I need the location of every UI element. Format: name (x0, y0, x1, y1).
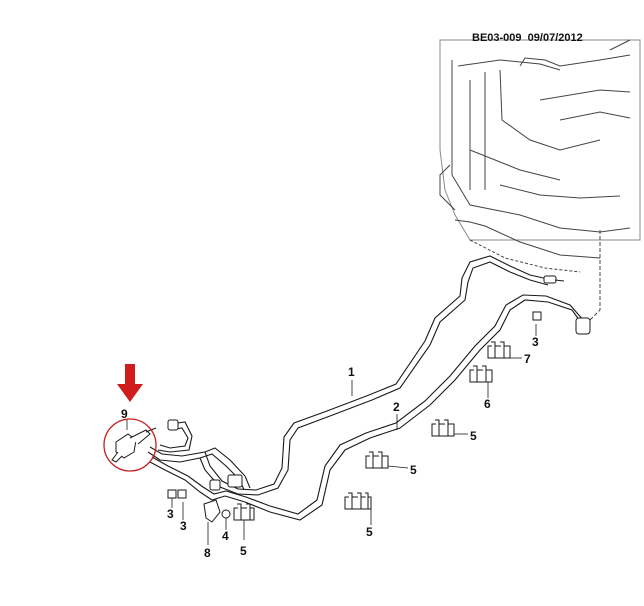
diagram-header: BE03-009 09/07/2012 (472, 32, 583, 44)
pipe-clips (167, 311, 542, 523)
lower-left-lines (147, 421, 251, 501)
callout-9: 9 (121, 407, 128, 421)
callout-6: 6 (484, 397, 491, 411)
clip-3-left (167, 489, 187, 499)
callout-5a: 5 (470, 429, 477, 443)
clip-8 (203, 499, 221, 523)
callout-5d: 5 (240, 544, 247, 558)
clip-3-right (532, 311, 542, 321)
callout-5c: 5 (366, 525, 373, 539)
clip-7 (487, 341, 511, 359)
clip-5a (431, 419, 455, 437)
callout-3-left: 3 (167, 507, 174, 521)
clip-5c (344, 492, 372, 510)
callout-5b: 5 (410, 463, 417, 477)
callout-3-left-2: 3 (180, 519, 187, 533)
fuel-line-1 (237, 255, 549, 496)
engine-outline (439, 39, 641, 321)
clip-5d (233, 503, 255, 521)
callout-2: 2 (393, 400, 400, 414)
callout-7: 7 (524, 352, 531, 366)
callout-1: 1 (348, 365, 355, 379)
callout-4: 4 (222, 529, 229, 543)
clip-5b (365, 451, 389, 469)
diagram-date: 09/07/2012 (527, 32, 583, 44)
pipe-fitting-right (543, 275, 591, 335)
leader-lines (126, 324, 537, 545)
callout-3-right: 3 (532, 335, 539, 349)
clip-4 (221, 509, 231, 519)
callout-8: 8 (204, 546, 211, 560)
fuel-line-2 (224, 294, 586, 521)
highlight-circle (103, 418, 157, 472)
junction-block (167, 419, 243, 491)
clip-6 (469, 365, 493, 383)
connector-part-9 (111, 427, 157, 463)
red-down-arrow-icon (117, 364, 143, 402)
diagram-code: BE03-009 (472, 32, 522, 44)
